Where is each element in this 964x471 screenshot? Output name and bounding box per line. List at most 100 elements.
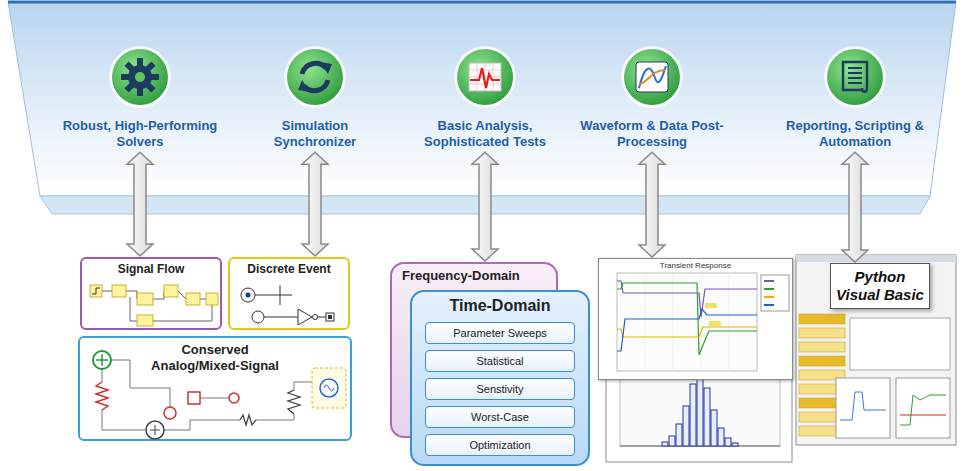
- drawing-part: [662, 442, 668, 446]
- drawing-part: [469, 63, 501, 91]
- double-arrow: [472, 152, 498, 261]
- drawing-part: [843, 62, 867, 92]
- drawing-part: [128, 65, 152, 89]
- drawing-part: [617, 281, 757, 317]
- panel-title: Conserved Analog/Mixed-Signal: [134, 338, 296, 376]
- drawing-part: [288, 390, 300, 414]
- drawing-part: [90, 285, 218, 326]
- double-arrow: [842, 152, 868, 262]
- drawing-part: [764, 304, 774, 306]
- feature-icon: [822, 44, 888, 110]
- drawing-part: [240, 415, 256, 425]
- drawing-part: [617, 273, 757, 371]
- drawing-part: [848, 67, 862, 69]
- waveform-window: Transient Response: [598, 258, 793, 380]
- language-box: Python Visual Basic: [830, 263, 930, 309]
- drawing-part: [848, 77, 862, 79]
- test-label: Worst-Case: [426, 407, 574, 427]
- double-arrow: [639, 152, 665, 257]
- drawing-part: [673, 273, 674, 371]
- drawing-part: [121, 58, 159, 96]
- analysis-card: Time-DomainParameter SweepsStatisticalSe…: [410, 290, 590, 466]
- drawing-part: [324, 385, 334, 391]
- test-item: Parameter Sweeps: [425, 322, 575, 344]
- drawing-part: [676, 424, 682, 446]
- histogram-bars: [662, 370, 738, 446]
- drawing-part: [690, 384, 696, 446]
- feature-label: Basic Analysis, Sophisticated Tests: [410, 118, 560, 149]
- drawing-part: [188, 392, 200, 404]
- drawing-part: [493, 63, 494, 91]
- drawing-part: [164, 285, 178, 297]
- card-title: Frequency-Domain: [392, 264, 556, 287]
- signal-flow-panel: Signal Flow: [80, 257, 222, 330]
- drawing-part: [151, 74, 159, 80]
- feature-icon: [619, 44, 685, 110]
- report-app-window: [796, 255, 956, 445]
- drawing-part: [711, 410, 717, 446]
- drawing-part: [137, 58, 143, 66]
- drawing-part: [164, 407, 176, 419]
- drawing-part: [469, 63, 501, 91]
- feature-circle: Reporting, Scripting & Automation: [780, 44, 930, 149]
- window-title: Transient Response: [599, 259, 792, 270]
- drawing-part: [102, 369, 312, 430]
- drawing-part: [617, 273, 789, 371]
- test-label: Optimization: [426, 435, 574, 455]
- drawing-part: [320, 62, 332, 74]
- drawing-part: [683, 406, 689, 446]
- drawing-part: [705, 303, 717, 308]
- drawing-part: [725, 438, 731, 446]
- form-panel: [850, 318, 950, 370]
- drawing-part: [135, 72, 145, 82]
- drawing-part: [90, 285, 102, 297]
- drawing-part: [284, 46, 346, 108]
- drawing-part: [621, 46, 683, 108]
- plot-trace: [840, 392, 886, 420]
- mini-plot: [896, 378, 950, 438]
- drawing-part: [617, 283, 757, 355]
- drawing-part: [255, 285, 292, 305]
- drawing-part: [623, 48, 681, 106]
- drawing-part: [799, 342, 845, 352]
- double-arrow: [302, 152, 328, 256]
- drawing-part: [470, 68, 500, 88]
- drawing-part: [313, 315, 318, 320]
- drawing-part: [137, 88, 143, 96]
- drawing-part: [761, 275, 789, 311]
- drawing-part: [848, 72, 862, 74]
- drawing-part: [697, 370, 703, 446]
- drawing-part: [121, 74, 129, 80]
- drawing-part: [96, 382, 108, 410]
- drawing-part: [298, 62, 332, 92]
- discrete-event-panel: Discrete Event: [228, 257, 350, 330]
- drawing-part: [92, 288, 100, 294]
- drawing-part: [826, 48, 884, 106]
- drawing-part: [320, 379, 338, 397]
- test-item: Worst-Case: [425, 406, 575, 428]
- drawing-part: [709, 321, 721, 326]
- drawing-part: [286, 48, 344, 106]
- drawing-part: [824, 46, 886, 108]
- test-item: Statistical: [425, 350, 575, 372]
- test-item: Optimization: [425, 434, 575, 456]
- drawing-part: [328, 315, 332, 319]
- drawing-part: [241, 285, 334, 325]
- drawing-part: [718, 428, 724, 446]
- drawing-part: [799, 356, 845, 366]
- drawing-part: [617, 327, 757, 337]
- feature-icon: [282, 44, 348, 110]
- panel-title: Discrete Event: [230, 259, 348, 279]
- drawing-part: [456, 48, 514, 106]
- plot-trace: [900, 395, 946, 425]
- card-title: Time-Domain: [412, 292, 588, 315]
- drawing-part: [112, 285, 126, 297]
- drawing-part: [799, 328, 845, 338]
- double-arrow: [127, 152, 153, 256]
- drawing-part: [137, 315, 153, 326]
- drawing-part: [246, 293, 251, 298]
- drawing-part: [764, 296, 774, 298]
- drawing-part: [146, 421, 164, 439]
- drawing-part: [326, 313, 334, 321]
- drawing-part: [732, 443, 738, 446]
